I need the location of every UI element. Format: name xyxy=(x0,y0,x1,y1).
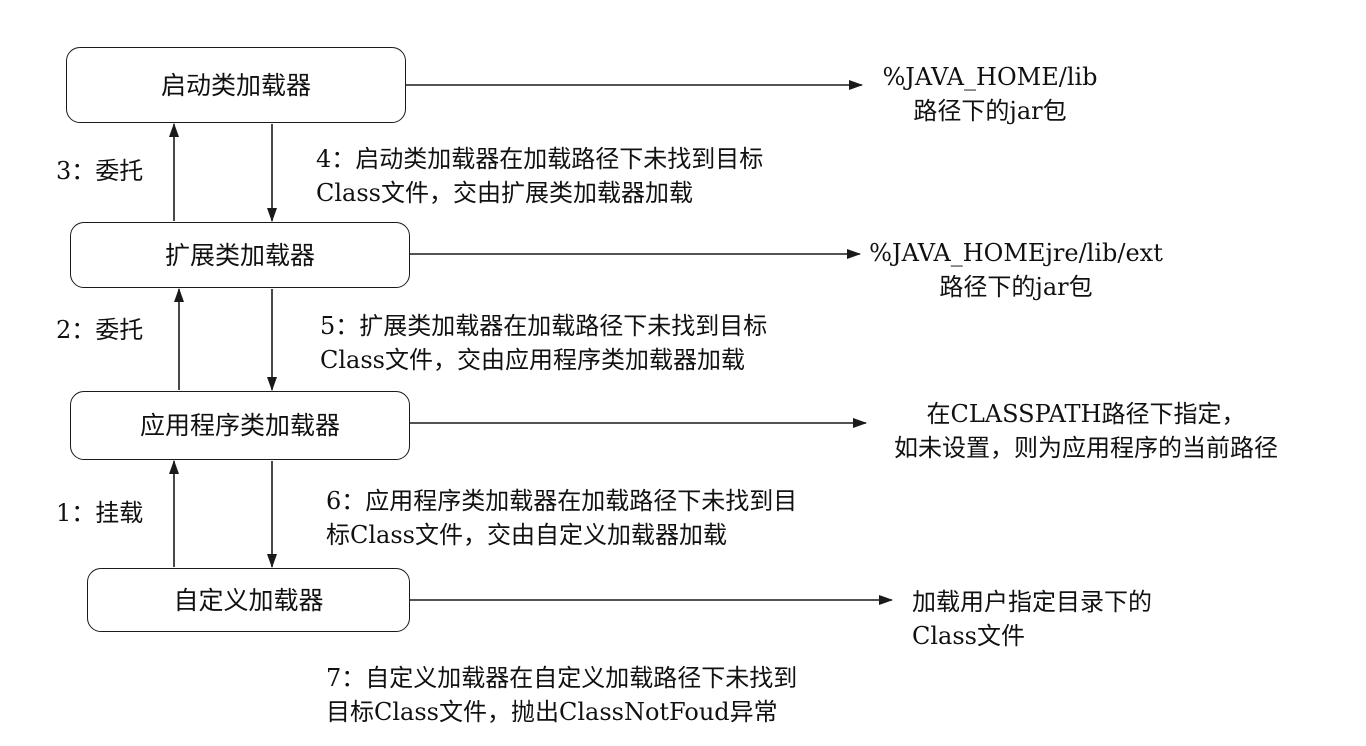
mount-1-label: 1：挂载 xyxy=(56,499,144,527)
application-loader-box: 应用程序类加载器 xyxy=(70,391,410,460)
custom-loader-label: 自定义加载器 xyxy=(173,585,324,615)
delegate-2-label: 2：委托 xyxy=(56,316,144,344)
bootstrap-loader-label: 启动类加载器 xyxy=(160,70,311,100)
application-loader-label: 应用程序类加载器 xyxy=(139,411,340,440)
step-7-text: 7：自定义加载器在自定义加载路径下未找到 目标Class文件，抛出ClassNo… xyxy=(326,664,798,726)
delegate-3-label: 3：委托 xyxy=(56,157,144,185)
extension-loader-box: 扩展类加载器 xyxy=(70,222,410,288)
custom-path-text: 加载用户指定目录下的 Class文件 xyxy=(912,588,1152,650)
custom-loader-box: 自定义加载器 xyxy=(87,568,410,632)
step-6-text: 6：应用程序类加载器在加载路径下未找到目 标Class文件，交由自定义加载器加载 xyxy=(326,487,798,549)
extension-path-text: %JAVA_HOMEjre/lib/ext 路径下的jar包 xyxy=(869,239,1163,301)
application-path-text: 在CLASSPATH路径下指定， 如未设置，则为应用程序的当前路径 xyxy=(894,400,1278,462)
bootstrap-loader-box: 启动类加载器 xyxy=(66,47,406,123)
extension-loader-label: 扩展类加载器 xyxy=(164,240,315,270)
step-4-text: 4：启动类加载器在加载路径下未找到目标 Class文件，交由扩展类加载器加载 xyxy=(316,145,764,207)
bootstrap-path-text: %JAVA_HOME/lib 路径下的jar包 xyxy=(882,63,1098,125)
step-5-text: 5：扩展类加载器在加载路径下未找到目标 Class文件，交由应用程序类加载器加载 xyxy=(320,312,768,374)
